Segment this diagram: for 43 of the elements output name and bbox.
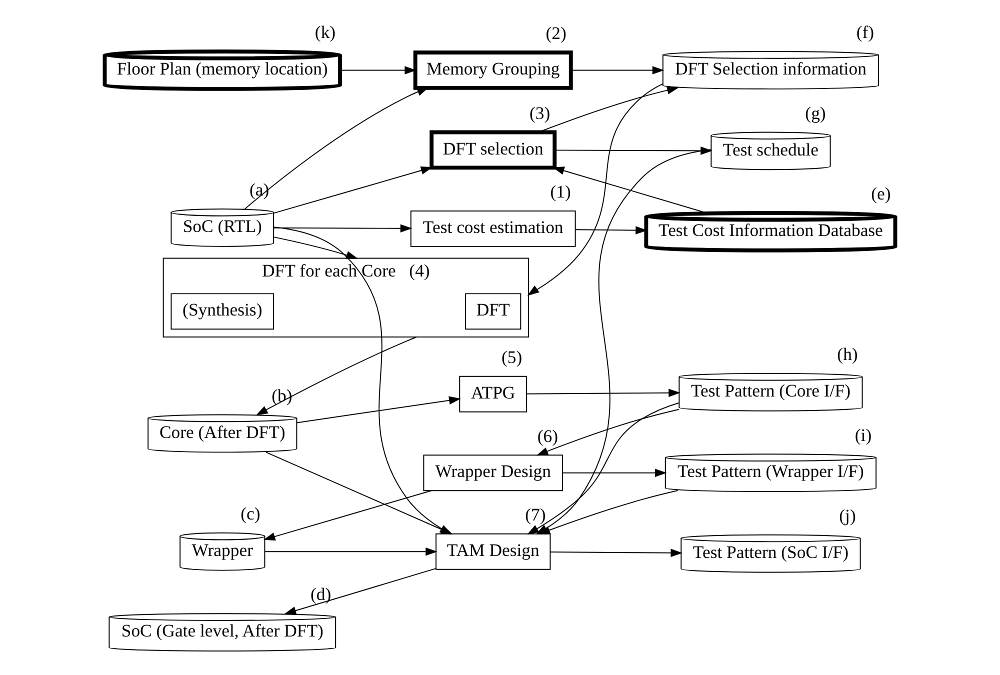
node-label: (j) bbox=[839, 505, 856, 526]
arrow bbox=[526, 388, 680, 397]
arrow bbox=[263, 490, 432, 541]
arrow bbox=[273, 236, 358, 260]
node-label: (i) bbox=[854, 424, 872, 445]
node-box: (Synthesis) bbox=[170, 293, 274, 330]
node-label: (f) bbox=[856, 22, 874, 42]
node-label: (3) bbox=[530, 102, 550, 123]
arrow bbox=[244, 87, 429, 210]
node-label: (a) bbox=[249, 180, 270, 200]
arrow bbox=[284, 568, 436, 615]
arrow bbox=[296, 396, 461, 424]
node-label: (b) bbox=[272, 385, 292, 406]
node-label: (e) bbox=[871, 184, 891, 204]
node-label: (c) bbox=[240, 504, 260, 524]
node-box: ATPG bbox=[459, 376, 528, 412]
arrow bbox=[562, 468, 667, 477]
node-box: DFT bbox=[465, 293, 522, 330]
arrow bbox=[340, 66, 416, 74]
node-label: (1) bbox=[550, 182, 571, 202]
node-box: Test cost estimation bbox=[410, 210, 576, 247]
arrow bbox=[273, 166, 433, 214]
node-box: Wrapper Design bbox=[423, 454, 563, 492]
node-box: DFT selection bbox=[430, 130, 557, 170]
arrow bbox=[536, 408, 680, 456]
node-label: (g) bbox=[805, 102, 826, 123]
arrow bbox=[264, 547, 438, 556]
arrow bbox=[527, 83, 664, 296]
node-label: (2) bbox=[546, 23, 566, 44]
arrow bbox=[550, 548, 683, 558]
node-box: TAM Design bbox=[436, 533, 551, 570]
arrow bbox=[570, 66, 664, 74]
node-label: (7) bbox=[525, 504, 546, 525]
node-label: (h) bbox=[837, 344, 858, 364]
arrow bbox=[575, 226, 648, 234]
arrow bbox=[273, 224, 412, 233]
arrow bbox=[538, 490, 678, 534]
node-box: Memory Grouping bbox=[413, 50, 573, 90]
node-label: (5) bbox=[501, 346, 522, 367]
node-label: (d) bbox=[310, 584, 332, 604]
node-label: (6) bbox=[537, 426, 558, 446]
arrow bbox=[256, 336, 418, 416]
node-label: (k) bbox=[314, 22, 336, 42]
